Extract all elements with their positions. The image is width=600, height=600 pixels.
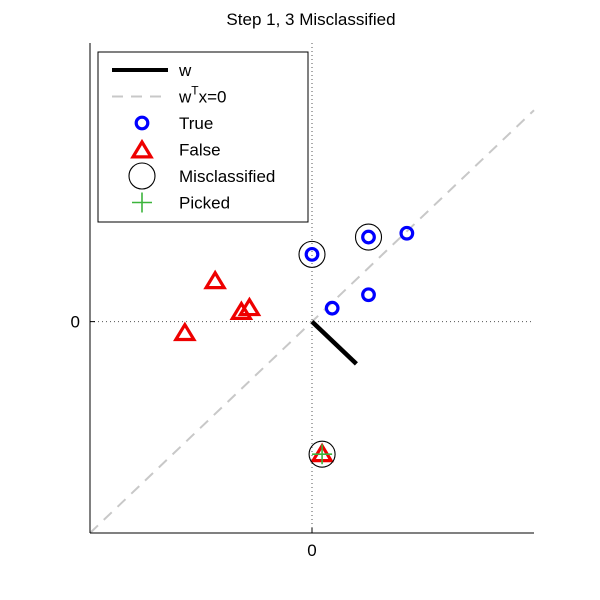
legend-item-true: True [134,114,213,133]
legend-swatch-true [134,115,150,131]
weight-vector-line [310,319,358,366]
legend-label-false: False [179,141,221,160]
legend-item-misclassified: Misclassified [128,162,275,190]
plot-area [89,43,535,534]
misclassified-marker-2 [354,223,383,251]
y-tick-label-1: 0 [71,313,80,332]
true-point-5 [324,300,340,316]
legend-swatch-misclassified [128,162,156,190]
legend-item-boundary: wTx=0 [112,84,227,107]
legend-item-false: False [130,138,221,160]
legend-item-w: w [112,61,192,80]
false-point-4 [173,321,197,342]
legend-box [97,51,309,223]
legend-label-boundary: wTx=0 [178,84,227,107]
true-point-3 [399,225,415,241]
x-tick-label-1: 0 [307,541,316,560]
chart-title: Step 1, 3 Misclassified [226,10,395,29]
false-point-1 [203,269,227,290]
legend-label-misclassified: Misclassified [179,167,275,186]
legend-swatch-false [130,138,154,159]
false-point-3 [229,300,254,320]
true-point-2 [361,229,376,245]
picked-marker-1 [312,444,333,465]
legend-label-true: True [179,114,213,133]
legend-label-picked: Picked [179,194,230,213]
true-point-4 [361,287,376,303]
axes: 00 [71,43,534,560]
misclassified-marker-3 [308,440,336,468]
misclassified-marker-1 [298,240,326,268]
true-point-1 [304,246,320,262]
legend-label-w: w [178,61,192,80]
legend-item-picked: Picked [132,192,230,213]
legend-swatch-picked [132,192,152,213]
